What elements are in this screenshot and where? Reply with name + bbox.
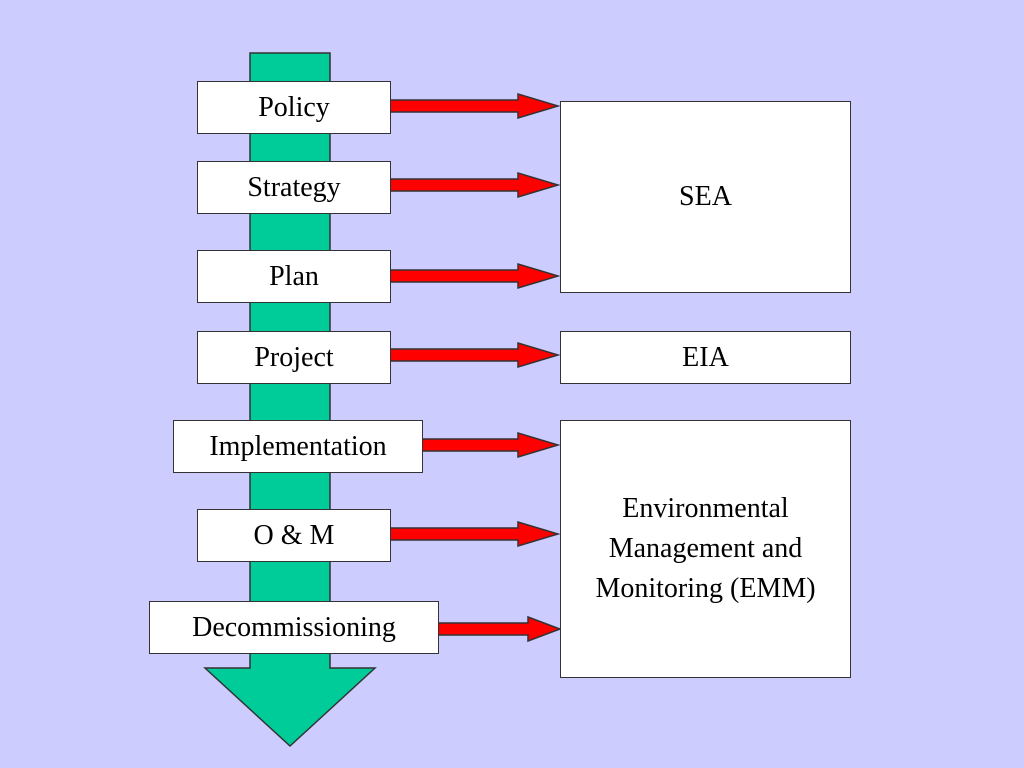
arrow-om-to-emm (389, 520, 561, 548)
arrow-project-to-eia (389, 341, 561, 369)
stage-decommissioning: Decommissioning (149, 601, 439, 654)
arrow-decommissioning-to-emm (437, 615, 563, 643)
stage-om: O & M (197, 509, 391, 562)
stage-strategy: Strategy (197, 161, 391, 214)
outcome-emm: Environmental Management and Monitoring … (560, 420, 851, 678)
arrow-strategy-to-sea (389, 171, 561, 199)
arrow-plan-to-sea (389, 262, 561, 290)
outcome-eia: EIA (560, 331, 851, 384)
lifecycle-flow-arrow (203, 52, 377, 748)
stage-policy: Policy (197, 81, 391, 134)
arrow-implementation-to-emm (421, 431, 561, 459)
arrow-policy-to-sea (389, 92, 561, 120)
outcome-sea: SEA (560, 101, 851, 293)
stage-plan: Plan (197, 250, 391, 303)
stage-implementation: Implementation (173, 420, 423, 473)
stage-project: Project (197, 331, 391, 384)
